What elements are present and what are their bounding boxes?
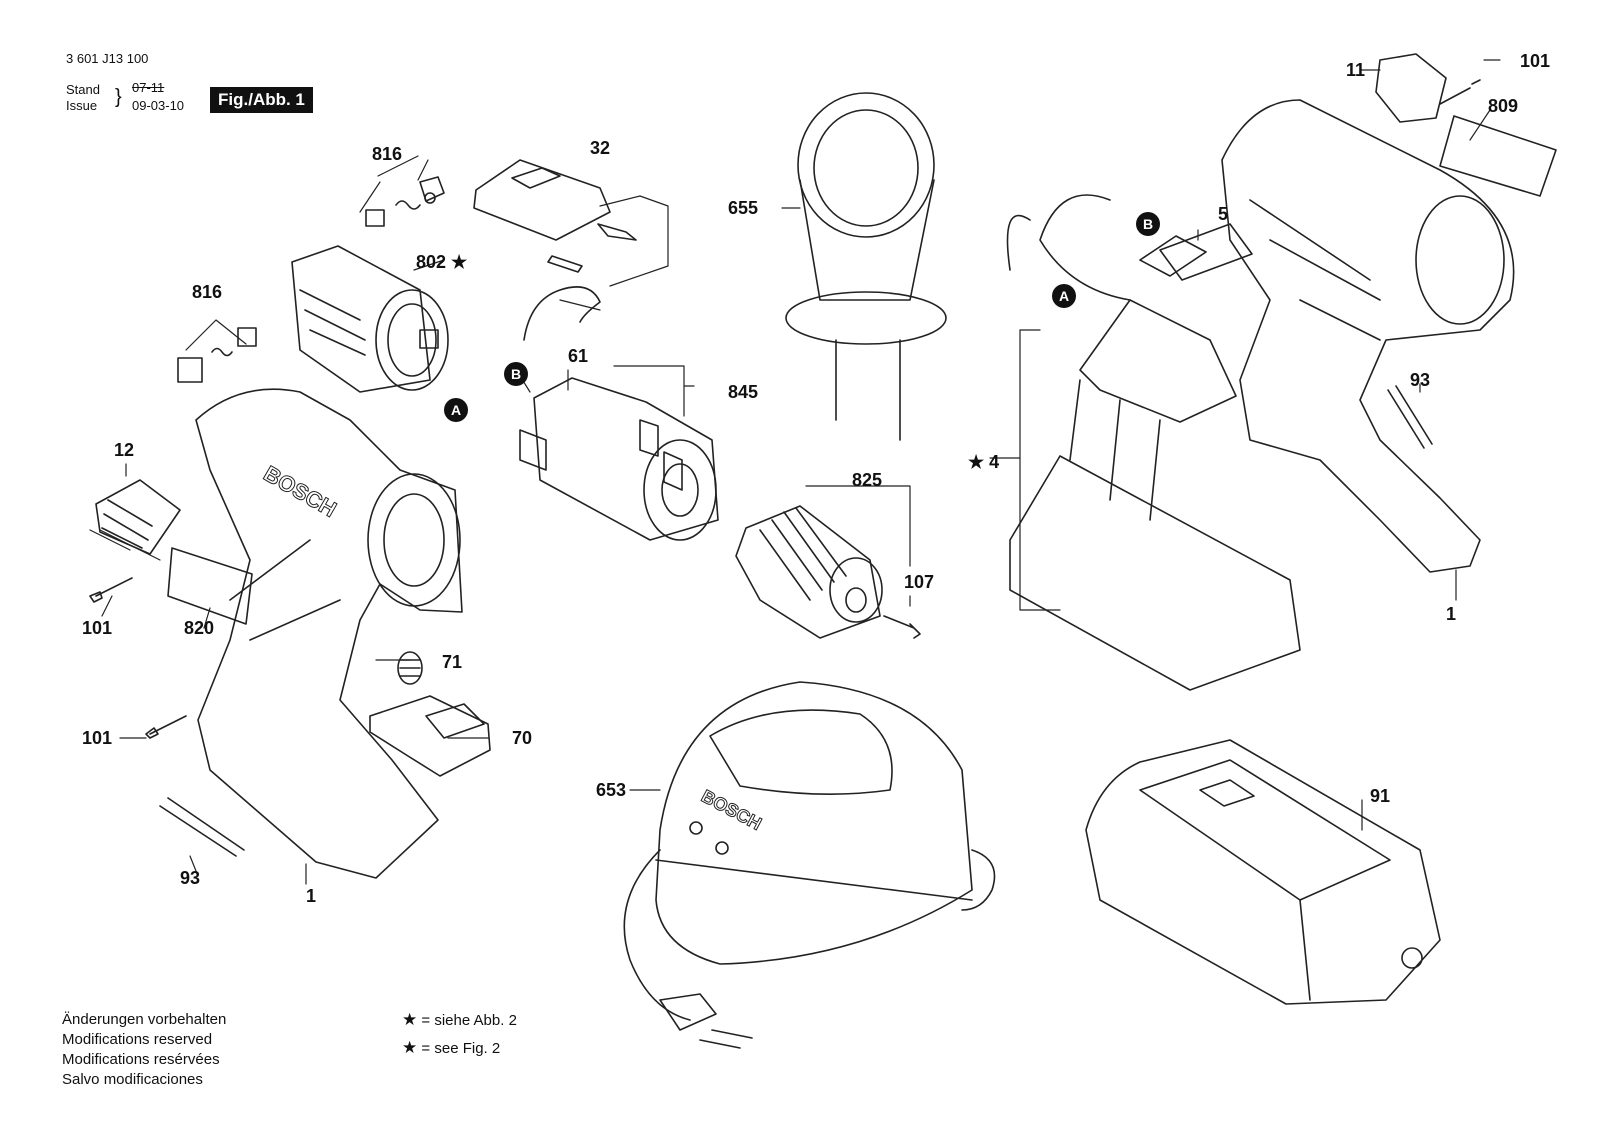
callout-1-left: 1: [306, 886, 316, 906]
callout-11: 11: [1346, 60, 1365, 80]
callout-653: 653: [596, 780, 626, 800]
screw-107: [883, 615, 921, 639]
brace-icon: }: [115, 86, 122, 108]
label-809: [1439, 115, 1557, 197]
figure-badge: Fig./Abb. 1: [210, 87, 313, 113]
star-icon: ★: [402, 1010, 418, 1029]
screw-bit-93-b: [1387, 385, 1433, 449]
star-icon: ★: [402, 1038, 418, 1057]
callout-70: 70: [512, 728, 532, 748]
motor-802: [291, 245, 449, 393]
housing-half-right: [1221, 53, 1557, 573]
callout-816-left: 816: [192, 282, 222, 302]
gearbox-845: [519, 377, 719, 541]
svg-text:B: B: [511, 366, 521, 382]
marker-b-1: B: [504, 362, 528, 386]
callout-71: 71: [442, 652, 462, 672]
legend-text-en: = see Fig. 2: [421, 1040, 501, 1057]
svg-text:A: A: [451, 402, 461, 418]
callout-101-mid: 101: [82, 728, 112, 748]
callout-101-top: 101: [1520, 51, 1550, 71]
callout-802: 802 ★: [416, 252, 468, 272]
svg-text:B: B: [1143, 216, 1153, 232]
footer-note-de: Änderungen vorbehalten: [62, 1011, 227, 1028]
svg-text:A: A: [1059, 288, 1069, 304]
callout-61: 61: [568, 346, 588, 366]
part-number: 3 601 J13 100: [66, 51, 149, 66]
issue-value: 09-03-10: [132, 98, 185, 113]
legend-text-de: = siehe Abb. 2: [421, 1012, 517, 1029]
marker-b-2: B: [1136, 212, 1160, 236]
end-cover-12: [95, 479, 181, 555]
charger-logo: BOSCH: [698, 786, 765, 834]
callout-845: 845: [728, 382, 758, 402]
callout-820: 820: [184, 618, 214, 638]
callout-816-top: 816: [372, 144, 402, 164]
screw-101-b: [145, 715, 187, 739]
release-button-70: [369, 695, 491, 777]
callout-825: 825: [852, 470, 882, 490]
callout-32: 32: [590, 138, 610, 158]
legend-row-en: ★ = see Fig. 2: [402, 1038, 500, 1058]
screw-bit-93-a: [159, 797, 245, 857]
rear-cap-11: [1375, 53, 1447, 123]
callout-101-left: 101: [82, 618, 112, 638]
switch-cover-32: [473, 159, 637, 341]
callout-93-left: 93: [180, 868, 200, 888]
callout-5: 5: [1218, 204, 1228, 224]
rating-plate-820: [167, 547, 253, 625]
callout-93-right: 93: [1410, 370, 1430, 390]
stand-value: 07-11: [132, 80, 165, 95]
marker-a-2: A: [1052, 284, 1076, 308]
spring-71: [397, 651, 423, 685]
footer-note-es: Salvo modificaciones: [62, 1071, 203, 1088]
legend-row-de: ★ = siehe Abb. 2: [402, 1010, 517, 1030]
callout-655: 655: [728, 198, 758, 218]
chuck-825: [735, 505, 883, 639]
charger-653: [623, 681, 996, 1049]
battery-91: [1085, 739, 1441, 1005]
callout-91: 91: [1370, 786, 1390, 806]
housing-half-left: [195, 388, 463, 879]
callout-4: ★ 4: [968, 452, 999, 472]
carbon-brush-lower: [177, 327, 257, 383]
switch-unit-4: [1006, 194, 1301, 691]
callout-107: 107: [904, 572, 934, 592]
switch-lever-5: [1159, 223, 1253, 281]
marker-a-1: A: [444, 398, 468, 422]
footer-note-en: Modifications reserved: [62, 1031, 213, 1048]
footer-note-fr: Modifications resérvées: [62, 1051, 220, 1068]
housing-logo: BOSCH: [260, 461, 341, 522]
issue-label: Issue: [66, 98, 98, 113]
callout-809: 809: [1488, 96, 1518, 116]
screw-101-a: [89, 577, 133, 603]
callout-12: 12: [114, 440, 134, 460]
stand-label: Stand: [66, 82, 100, 97]
belt-clip-655: [785, 92, 947, 441]
carbon-brush-upper: [365, 176, 445, 227]
callout-1-right: 1: [1446, 604, 1456, 624]
screw-101-c: [1439, 79, 1481, 105]
